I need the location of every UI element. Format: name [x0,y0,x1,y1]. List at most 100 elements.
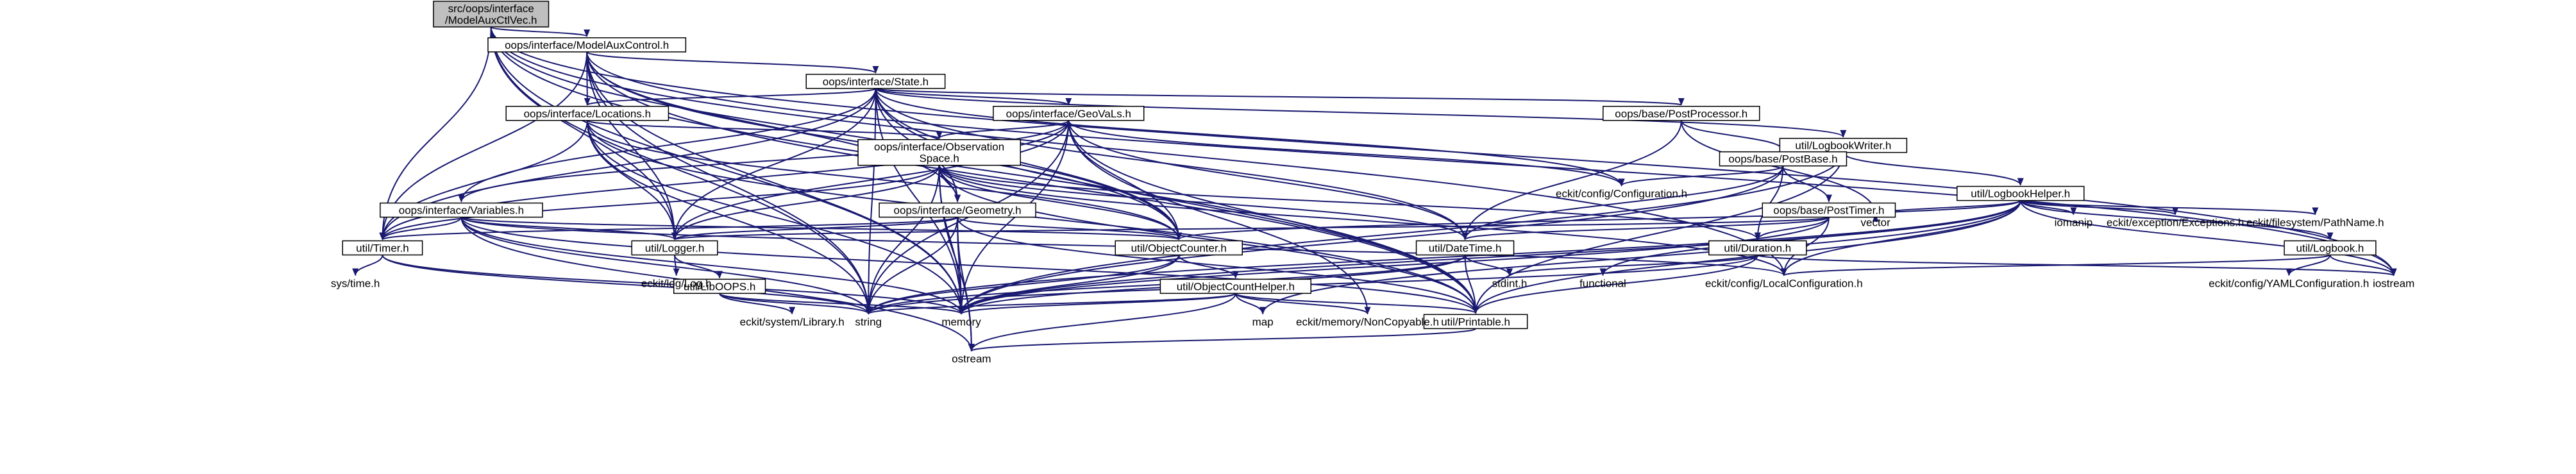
edge-lbh-to-iostream [2019,200,2397,276]
edge-lbh-to-string [865,200,2021,315]
node-lbh[interactable]: util/LogbookHelper.h [1957,185,2085,201]
edge-lbh-to-eckpath [2019,199,2318,216]
node-label: oops/base/PostTimer.h [1773,205,1884,217]
edge-lbw-to-memory [958,152,1844,315]
edge-state-to-loc [584,87,877,106]
edge-lbw-to-lbh [1842,152,2024,186]
node-box [1603,106,1760,121]
node-iostream: iostream [2373,277,2414,289]
edge-variables-to-printable [460,217,1479,314]
edge-logger-to-ecklog [673,255,680,276]
node-label: oops/interface/ModelAuxControl.h [505,39,669,51]
node-label: util/ObjectCountHelper.h [1177,280,1295,292]
node-label: ostream [952,353,991,365]
node-label: oops/interface/Variables.h [399,205,524,217]
node-box [993,106,1145,121]
node-state[interactable]: oops/interface/State.h [805,74,946,89]
node-root[interactable]: src/oops/interface/ModelAuxCtlVec.h [433,1,550,28]
edge-objcounter-to-string [865,255,1180,315]
edge-state-to-geovals [875,87,1072,106]
node-iomanip: iomanip [2055,217,2093,229]
edge-variables-to-string [460,217,872,315]
node-box [342,240,423,256]
edge-postbase-to-posttimer [1782,165,1832,203]
edge-postbase-to-ecconfig [1618,165,1784,187]
node-postproc[interactable]: oops/base/PostProcessor.h [1603,106,1760,121]
edge-geovals-to-obsspace [936,119,1070,139]
node-label: memory [941,316,981,328]
edge-posttimer-to-memory [958,217,1830,315]
node-ostream: ostream [952,353,991,365]
edge-timer-to-systime [352,255,383,276]
node-box [380,202,543,218]
node-label: string [855,316,882,328]
edge-liboops-to-memory [719,292,964,315]
node-geovals[interactable]: oops/interface/GeoVaLs.h [993,106,1145,121]
node-logger[interactable]: util/Logger.h [631,240,718,256]
node-posttimer[interactable]: oops/base/PostTimer.h [1762,202,1896,218]
node-label: eckit/log/Log.h [641,277,712,289]
node-box [1762,202,1896,218]
node-variables[interactable]: oops/interface/Variables.h [380,202,543,218]
node-loc[interactable]: oops/interface/Locations.h [505,106,669,121]
node-printable[interactable]: util/Printable.h [1423,314,1528,330]
node-eckyaml: eckit/config/YAMLConfiguration.h [2209,277,2369,289]
edge-lbh-to-printable [1472,200,2021,314]
edge-timer-to-memory [382,255,964,315]
node-postbase[interactable]: oops/base/PostBase.h [1719,151,1848,167]
edge-loc-to-objcounter [586,120,1183,241]
node-label: util/ObjectCounter.h [1131,242,1227,254]
node-functional: functional [1579,277,1626,289]
node-stdint: stdint.h [1492,277,1528,289]
node-label: oops/interface/Observation [874,141,1004,153]
node-box [433,1,550,28]
node-geometry[interactable]: oops/interface/Geometry.h [879,202,1036,218]
node-liboops[interactable]: util/LibOOPS.h [673,278,766,294]
edge-geovals-to-logger [671,120,1070,241]
node-datetime[interactable]: util/DateTime.h [1415,240,1515,256]
node-label: sys/time.h [331,277,380,289]
node-label: util/LogbookHelper.h [1971,188,2070,200]
node-eckexc: eckit/exception/Exceptions.h [2107,217,2244,229]
node-ecklocal: eckit/config/LocalConfiguration.h [1705,277,1863,289]
node-box [2284,240,2377,256]
node-label: eckit/config/LocalConfiguration.h [1705,277,1863,289]
node-objcounthelper[interactable]: util/ObjectCountHelper.h [1159,278,1311,294]
node-ecklib: eckit/system/Library.h [740,316,845,328]
node-label: /ModelAuxCtlVec.h [445,14,537,26]
node-box [1957,185,2085,201]
edge-lbw-to-printable [1472,152,1844,314]
node-label: oops/base/PostProcessor.h [1615,108,1747,120]
edge-logger-to-liboops [674,255,723,279]
node-box [1115,240,1243,256]
node-objcounter[interactable]: util/ObjectCounter.h [1115,240,1243,256]
edge-postproc-to-vector [1680,120,1879,216]
node-mac[interactable]: oops/interface/ModelAuxControl.h [487,37,687,53]
node-label: util/Duration.h [1724,242,1791,254]
edge-loc-to-memory [586,120,964,315]
edge-posttimer-to-logger [672,216,1830,241]
node-box [1415,240,1515,256]
edge-objcounthelper-to-map [1234,293,1267,315]
edge-state-to-memory [875,88,965,315]
node-memory: memory [941,316,981,328]
node-duration[interactable]: util/Duration.h [1708,240,1807,256]
node-label: util/LogbookWriter.h [1795,140,1891,152]
node-label: eckit/exception/Exceptions.h [2107,217,2244,229]
node-logbook[interactable]: util/Logbook.h [2284,240,2377,256]
edge-liboops-to-ecklib [719,292,796,315]
node-box [673,278,766,294]
edge-root-to-mac [490,26,590,37]
edge-posttimer-to-datetime [1461,216,1830,241]
edge-geometry-to-string [865,217,959,315]
edge-obsspace-to-string [865,165,940,315]
edge-loc-to-obsspace [586,119,943,139]
node-ecconfig: eckit/config/Configuration.h [1556,188,1687,200]
edge-loc-to-timer [379,120,588,241]
node-label: util/LibOOPS.h [684,280,755,292]
node-timer[interactable]: util/Timer.h [342,240,423,256]
node-lbw[interactable]: util/LogbookWriter.h [1779,137,1908,153]
node-box [879,202,1036,218]
node-box [857,139,1021,166]
